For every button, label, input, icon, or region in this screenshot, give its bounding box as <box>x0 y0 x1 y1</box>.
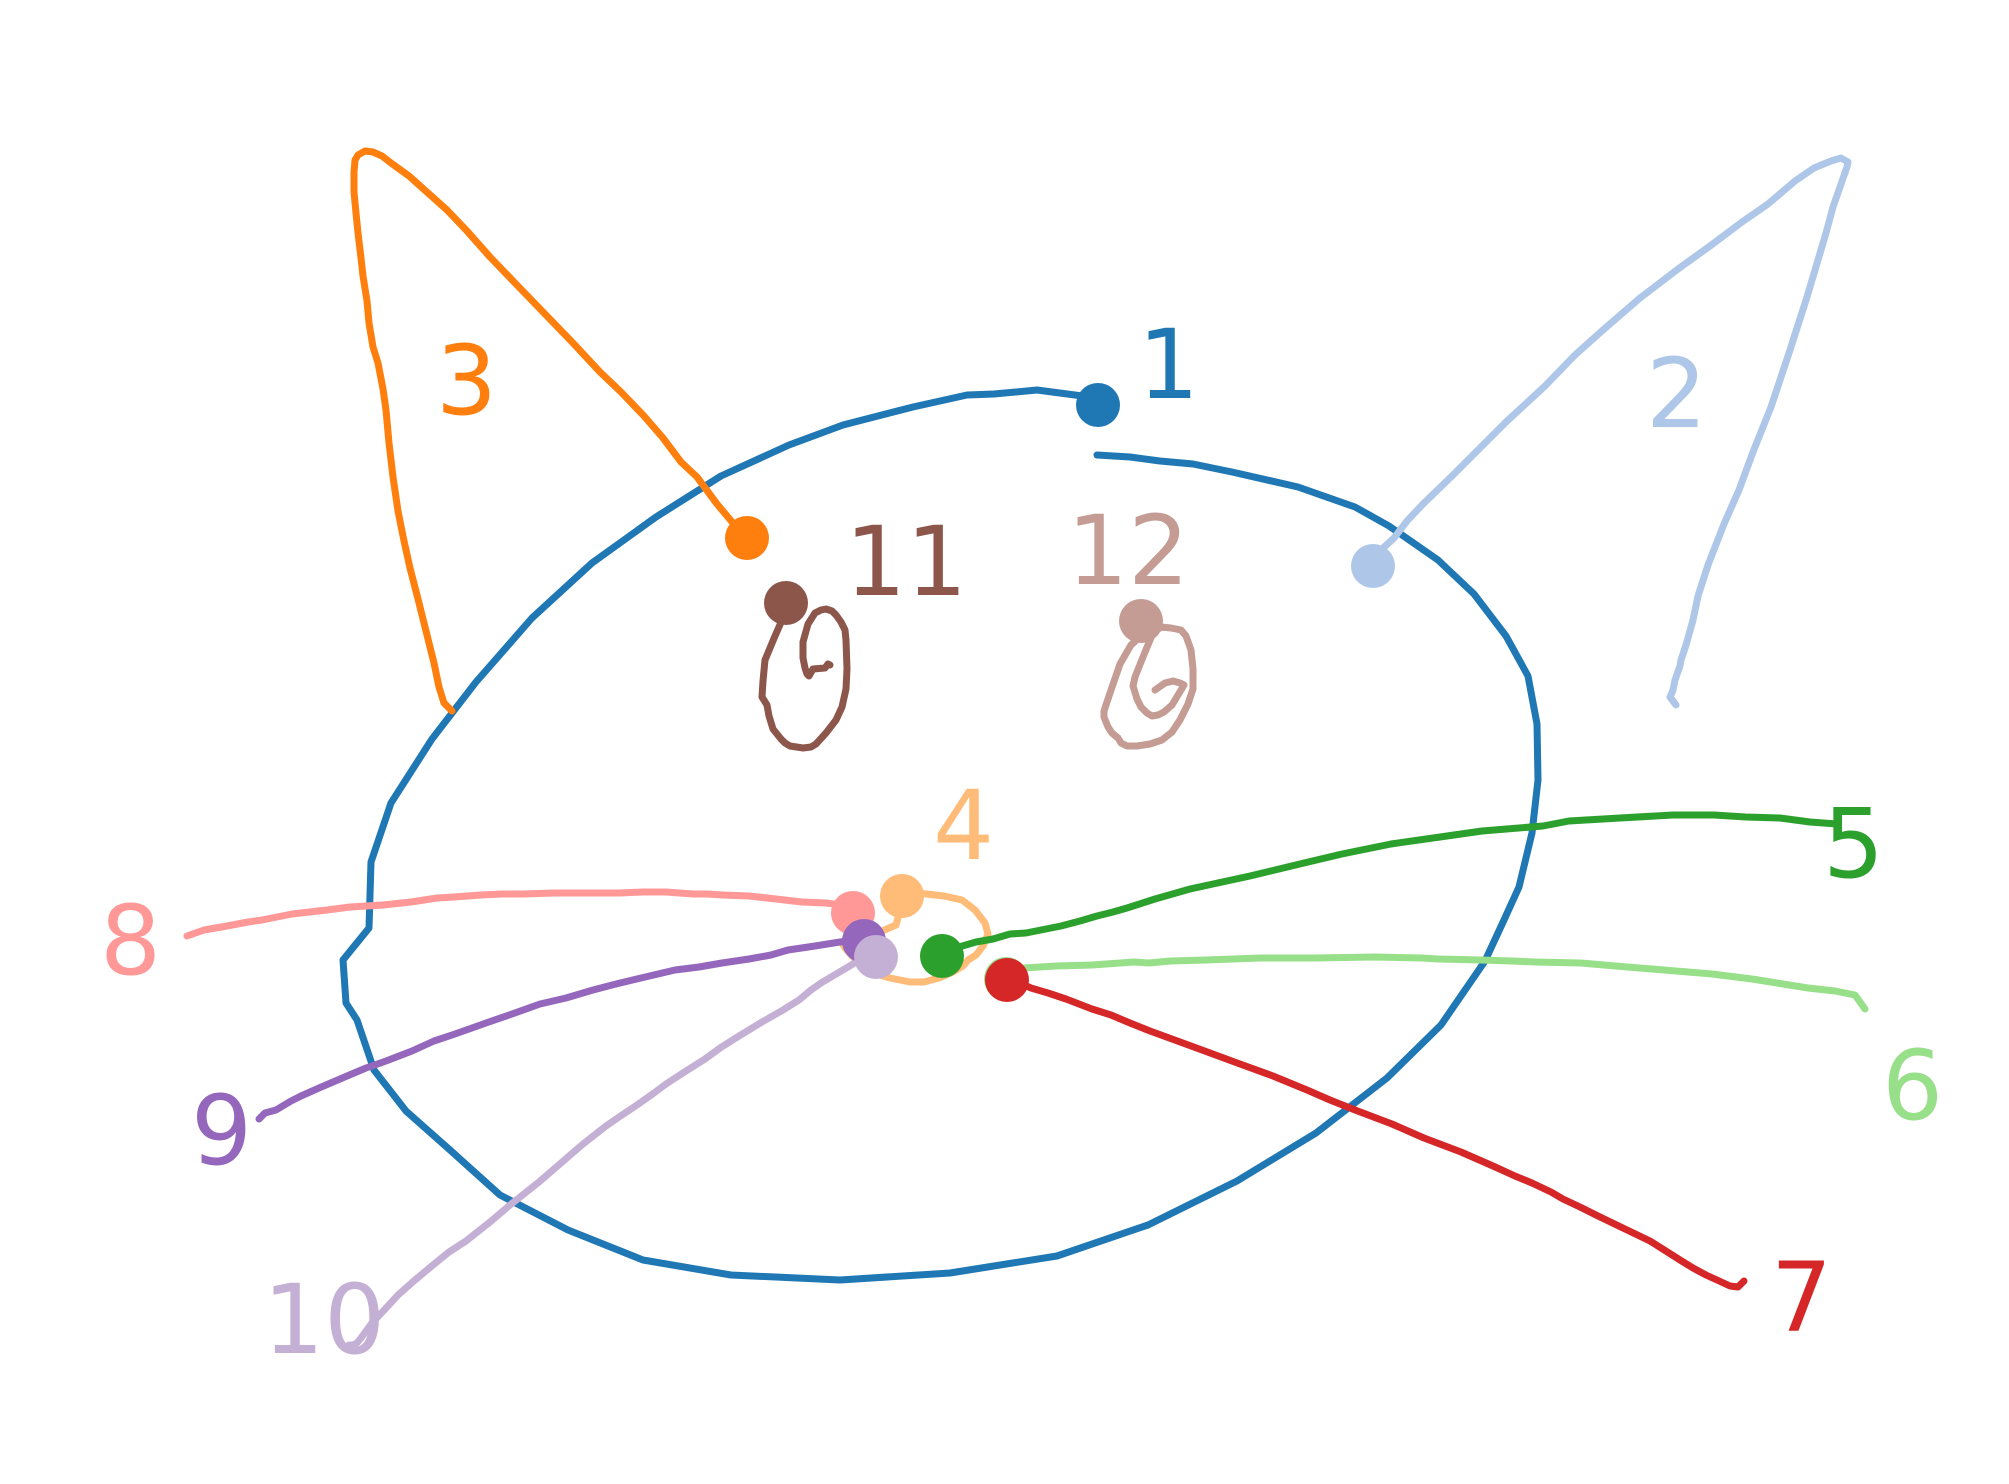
stroke-9-path <box>255 935 865 1123</box>
stroke-4-start-dot <box>880 874 924 918</box>
stroke-3-start-dot <box>725 516 769 560</box>
stroke-11-start-dot <box>764 581 808 625</box>
stroke-2-path <box>1363 154 1852 709</box>
stroke-5-start-dot <box>920 934 964 978</box>
stroke-5-path <box>935 811 1841 955</box>
stroke-1-path <box>339 386 1542 1284</box>
stroke-2-label: 2 <box>1646 338 1707 450</box>
stroke-10-path <box>345 949 875 1349</box>
stroke-12-path <box>1100 617 1197 750</box>
stroke-1-start-dot <box>1076 383 1120 427</box>
stroke-8-path <box>183 888 853 940</box>
stroke-6-path <box>1020 953 1869 1013</box>
stroke-7-label: 7 <box>1771 1242 1832 1354</box>
stroke-1-label: 1 <box>1138 309 1199 421</box>
stroke-6-label: 6 <box>1882 1030 1943 1142</box>
stroke-12-start-dot <box>1119 599 1163 643</box>
stroke-7-path <box>1000 972 1748 1291</box>
stroke-3-path <box>350 147 747 715</box>
stroke-10-label: 10 <box>263 1264 385 1376</box>
stroke-5-label: 5 <box>1823 788 1884 900</box>
stroke-4-label: 4 <box>933 770 994 882</box>
stroke-7-start-dot <box>985 958 1029 1002</box>
stroke-8-label: 8 <box>100 885 161 997</box>
stroke-11-label: 11 <box>845 506 967 618</box>
stroke-9-label: 9 <box>191 1075 252 1187</box>
stroke-2-start-dot <box>1351 544 1395 588</box>
stroke-11-path <box>758 596 851 752</box>
stroke-12-label: 12 <box>1067 495 1189 607</box>
stroke-3-label: 3 <box>436 325 497 437</box>
stroke-10-start-dot <box>854 935 898 979</box>
